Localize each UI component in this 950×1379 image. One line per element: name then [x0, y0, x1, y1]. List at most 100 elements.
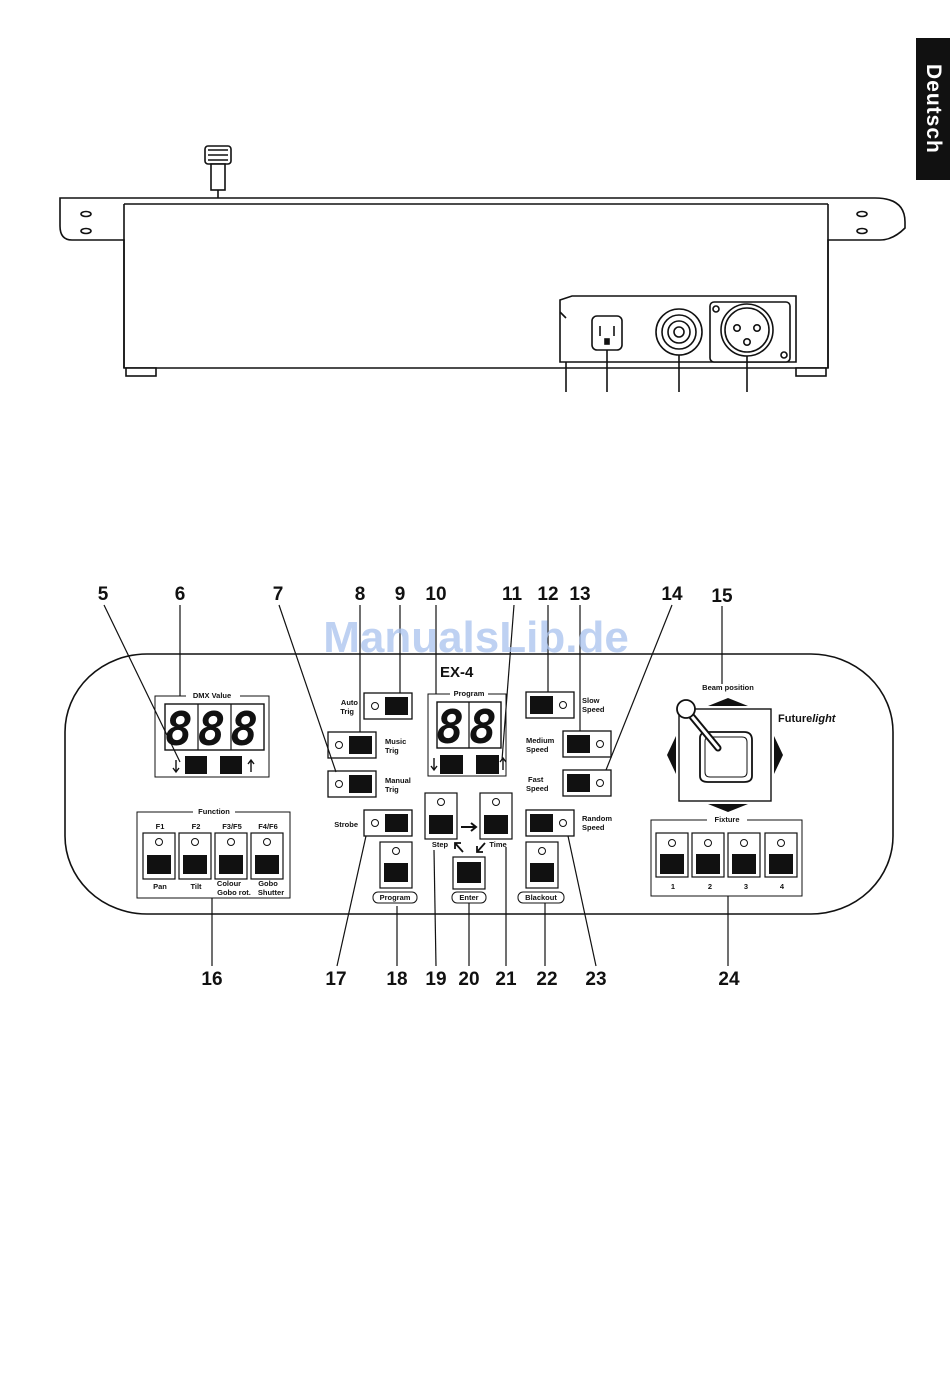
medium-speed-button[interactable]: Medium Speed [526, 730, 612, 758]
language-tab-label: Deutsch [922, 64, 945, 154]
callout-6: 6 [175, 584, 186, 605]
callout-10: 10 [425, 584, 446, 605]
callout-9: 9 [395, 584, 406, 605]
svg-text:Speed: Speed [526, 745, 549, 754]
svg-text:F1: F1 [156, 822, 165, 831]
svg-text:Step: Step [432, 840, 449, 849]
svg-text:Program: Program [380, 893, 411, 902]
program-display: Program 88 [427, 689, 507, 777]
callout-16: 16 [201, 969, 222, 990]
power-socket [591, 315, 623, 351]
callout-leaders [103, 604, 729, 967]
arrow-up-left-icon [454, 842, 464, 853]
callout-11: 11 [502, 584, 523, 605]
joystick[interactable]: Beam position [667, 683, 783, 812]
program-button[interactable]: Program [372, 841, 418, 904]
fast-speed-button[interactable]: Fast Speed [526, 769, 612, 797]
fixture-group: Fixture [650, 814, 803, 897]
svg-text:Function: Function [198, 807, 230, 816]
svg-text:3: 3 [744, 882, 748, 891]
rear-view [59, 145, 906, 392]
callout-15: 15 [711, 586, 733, 607]
auto-trig-button[interactable]: Auto Trig [340, 692, 413, 720]
callout-22: 22 [536, 969, 557, 990]
svg-text:Speed: Speed [526, 784, 549, 793]
program-down-button[interactable] [440, 755, 463, 774]
slow-speed-button[interactable]: Slow Speed [525, 691, 605, 719]
svg-text:Manual: Manual [385, 776, 411, 785]
arrow-down-icon [430, 758, 438, 772]
time-button[interactable]: Time [479, 792, 513, 849]
function-key-f2[interactable]: F2 Tilt [178, 822, 212, 891]
strobe-button[interactable]: Strobe [334, 809, 413, 837]
blackout-button[interactable]: Blackout [517, 841, 565, 904]
callout-19: 19 [425, 969, 446, 990]
jack-socket [655, 308, 703, 356]
dmx-digits: 888 [165, 702, 263, 756]
svg-text:Gobo rot.: Gobo rot. [217, 888, 251, 897]
arrow-down-left-icon [476, 842, 486, 853]
language-tab: Deutsch [916, 38, 950, 180]
svg-text:Shutter: Shutter [258, 888, 284, 897]
svg-text:Fast: Fast [528, 775, 544, 784]
dmx-down-button[interactable] [185, 756, 207, 774]
dmx-up-button[interactable] [220, 756, 242, 774]
step-button[interactable]: Step [424, 792, 458, 849]
callout-numbers-top: 5 6 7 8 9 10 11 12 13 14 15 [98, 584, 733, 607]
svg-text:Random: Random [582, 814, 612, 823]
watermark: ManualsLib.de [323, 613, 629, 662]
foot-left [125, 367, 157, 377]
function-key-f3-f5[interactable]: F3/F5 Colour Gobo rot. [214, 822, 251, 897]
fixture-key-1[interactable]: 1 [655, 832, 689, 891]
fixture-key-4[interactable]: 4 [764, 832, 798, 891]
svg-text:Tilt: Tilt [190, 882, 202, 891]
enter-button[interactable]: Enter [451, 856, 487, 904]
svg-text:Gobo: Gobo [258, 879, 278, 888]
callout-21: 21 [495, 969, 517, 990]
program-digits: 88 [436, 700, 501, 754]
screw-hole [856, 210, 868, 218]
foot-right [795, 367, 827, 377]
svg-text:DMX Value: DMX Value [193, 691, 231, 700]
svg-text:2: 2 [708, 882, 712, 891]
svg-text:Slow: Slow [582, 696, 600, 705]
screw-hole [80, 227, 92, 235]
svg-text:Medium: Medium [526, 736, 555, 745]
callout-24: 24 [718, 969, 740, 990]
svg-text:Trig: Trig [340, 707, 354, 716]
callout-18: 18 [386, 969, 407, 990]
svg-text:F2: F2 [192, 822, 201, 831]
svg-text:1: 1 [671, 882, 675, 891]
callout-13: 13 [569, 584, 590, 605]
knob [204, 145, 232, 198]
svg-text:Speed: Speed [582, 705, 605, 714]
svg-text:Pan: Pan [153, 882, 167, 891]
callout-20: 20 [458, 969, 479, 990]
manual-trig-button[interactable]: Manual Trig [327, 770, 411, 798]
svg-text:Enter: Enter [459, 893, 478, 902]
function-group: Function [136, 806, 291, 899]
function-key-f4-f6[interactable]: F4/F6 Gobo Shutter [250, 822, 284, 897]
brand-logo: Futurelight [778, 713, 837, 725]
svg-text:Blackout: Blackout [525, 893, 557, 902]
svg-text:Trig: Trig [385, 785, 399, 794]
arrow-up-icon [499, 756, 507, 770]
music-trig-button[interactable]: Music Trig [327, 731, 406, 759]
arrow-right-icon [461, 822, 478, 832]
fixture-key-3[interactable]: 3 [727, 832, 761, 891]
arrow-down-icon [172, 760, 180, 774]
program-up-button[interactable] [476, 755, 499, 774]
svg-text:Auto: Auto [341, 698, 358, 707]
callout-5: 5 [98, 584, 109, 605]
front-panel: EX-4 Futurelight DMX Value 888 Auto Trig [64, 653, 894, 915]
arrow-up-icon [247, 758, 255, 772]
callout-8: 8 [355, 584, 366, 605]
model-name: EX-4 [440, 664, 474, 681]
xlr-socket [709, 301, 791, 363]
fixture-key-2[interactable]: 2 [691, 832, 725, 891]
arrow-down-icon [708, 804, 748, 812]
svg-text:Strobe: Strobe [334, 820, 358, 829]
function-key-f1[interactable]: F1 Pan [142, 822, 176, 891]
random-speed-button[interactable]: Random Speed [525, 809, 612, 837]
